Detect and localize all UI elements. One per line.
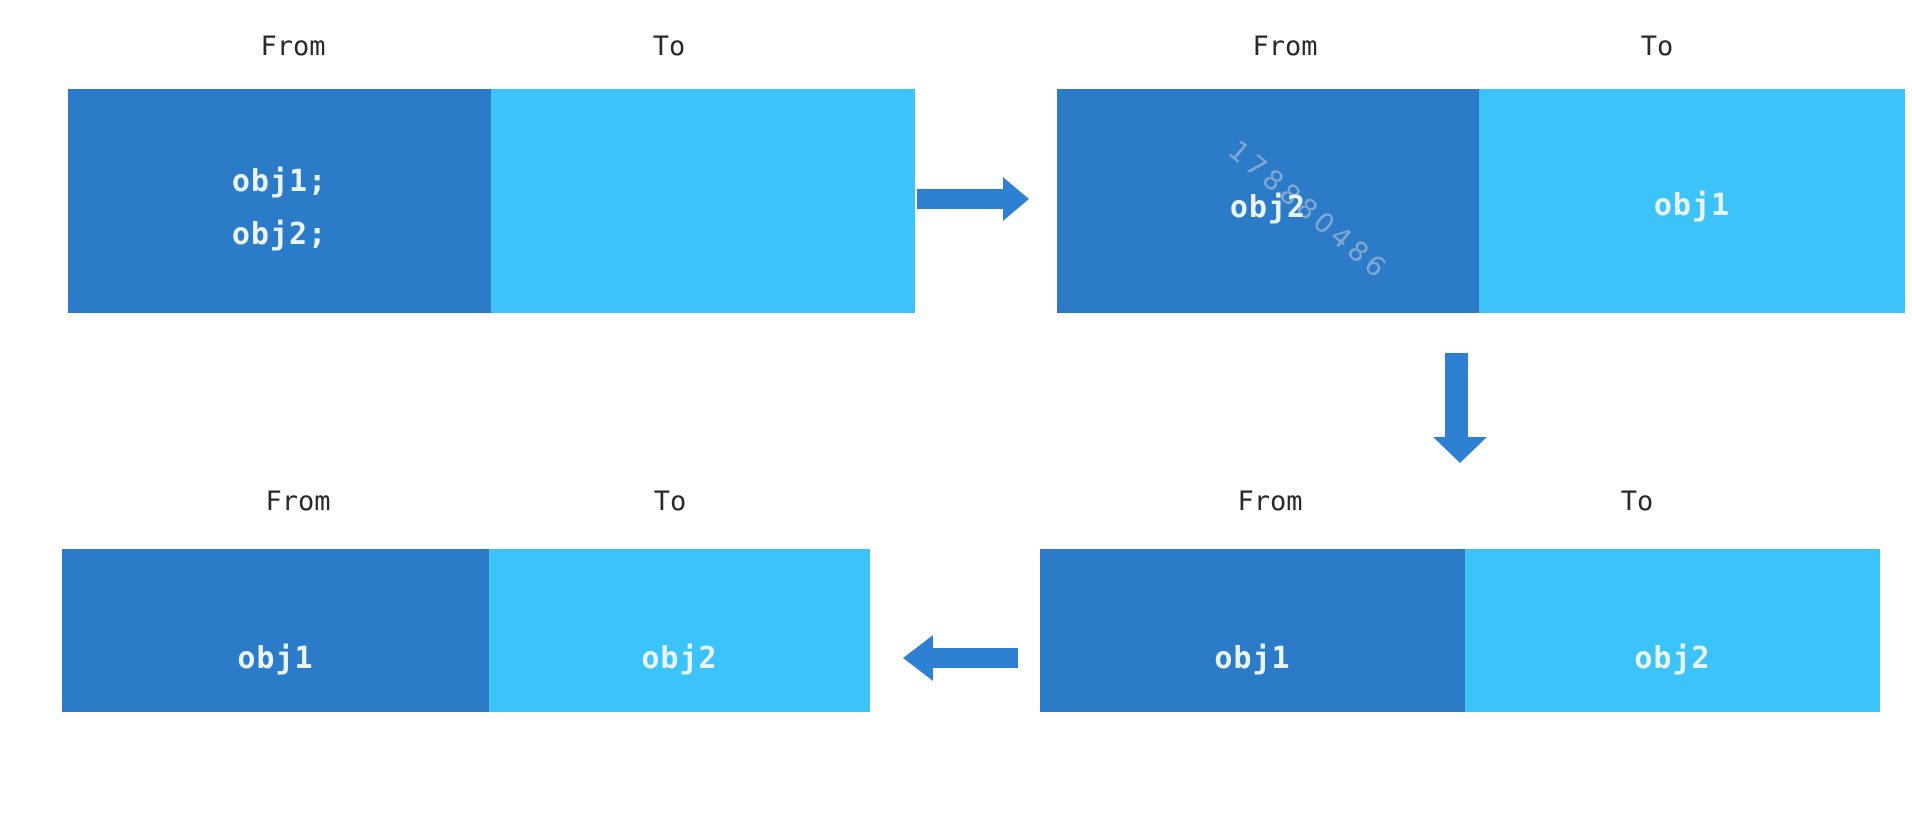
panel-top-right: From To 178880486 obj2 obj1 [1057, 30, 1905, 313]
from-space-box: obj1; obj2; [68, 89, 491, 313]
from-space-label: From [1237, 486, 1303, 517]
memory-spaces: obj1 obj2 [1040, 549, 1880, 712]
object-text: obj1 [1653, 188, 1731, 223]
from-space-box: obj1 [62, 549, 489, 712]
to-space-box: obj2 [489, 549, 870, 712]
object-text: obj1; [231, 163, 328, 199]
panel-top-left: From To obj1; obj2; [68, 30, 915, 313]
panel-bottom-left: From To obj1 obj2 [62, 485, 870, 712]
panel-bottom-right: From To obj1 obj2 [1040, 485, 1880, 712]
to-space-label: To [1640, 31, 1674, 62]
to-space-label: To [653, 486, 687, 517]
memory-spaces: obj1; obj2; [68, 89, 915, 313]
to-space-box: obj2 [1465, 549, 1880, 712]
arrow-down-icon [1432, 353, 1488, 463]
object-text: obj1 [1214, 640, 1291, 676]
to-space-label: To [1620, 486, 1654, 517]
memory-spaces: obj1 obj2 [62, 549, 870, 712]
to-space-box [491, 89, 915, 313]
from-space-label: From [260, 31, 326, 62]
arrow-right-icon [917, 177, 1029, 221]
memory-spaces: 178880486 obj2 obj1 [1057, 89, 1905, 313]
from-space-label: From [265, 486, 331, 517]
object-text: obj2; [231, 216, 328, 252]
object-text: obj2 [1229, 190, 1307, 225]
from-space-box: 178880486 obj2 [1057, 89, 1479, 313]
object-text: obj1 [237, 640, 314, 676]
arrow-left-icon [903, 633, 1018, 683]
from-space-box: obj1 [1040, 549, 1465, 712]
object-text: obj2 [1634, 640, 1711, 676]
from-space-label: From [1252, 31, 1318, 62]
to-space-box: obj1 [1479, 89, 1905, 313]
object-text: obj2 [641, 640, 718, 676]
to-space-label: To [652, 31, 686, 62]
